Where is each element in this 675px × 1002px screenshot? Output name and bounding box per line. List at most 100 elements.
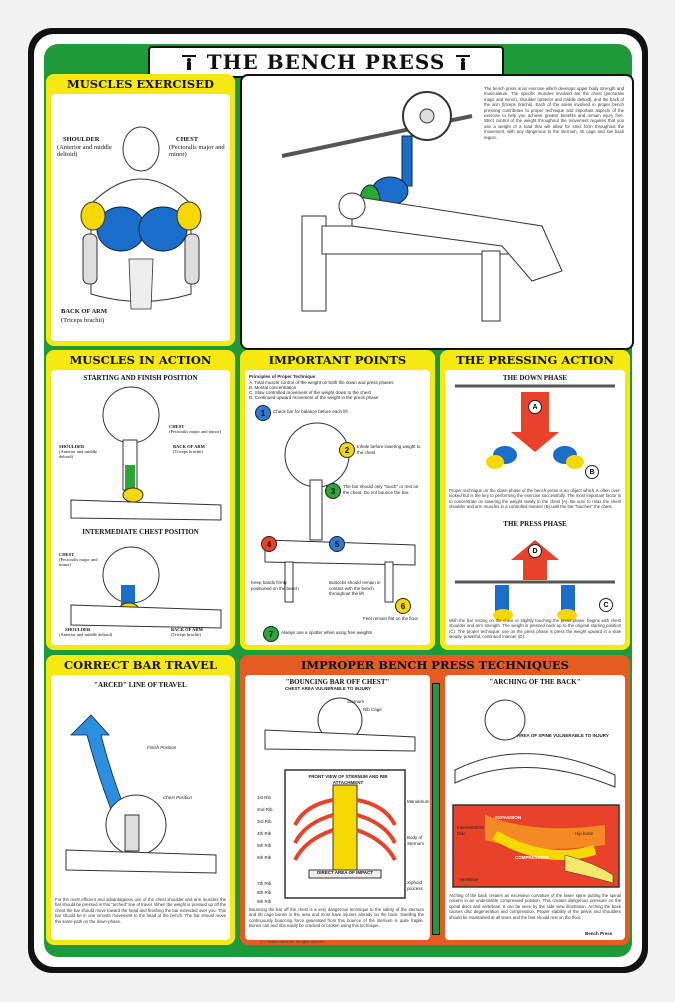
mia-shoulder-sub-2: (Anterior and middle deltoid)	[59, 632, 113, 637]
arch-label: "ARCHING OF THE BACK"	[489, 678, 581, 686]
press-phase-label: THE PRESS PHASE	[503, 520, 567, 528]
rule-d: D. Continued upward movement of the weig…	[249, 395, 379, 400]
intro-text: The bench press is an exercise which dev…	[484, 86, 624, 140]
start-position-label: STARTING AND FINISH POSITION	[83, 374, 198, 382]
down-phase-text: Proper technique on the down-phase of th…	[449, 488, 621, 510]
rib-label-6: 6th Rib	[257, 855, 272, 860]
hip-label: Hip bone	[575, 831, 594, 836]
arch-section: "ARCHING OF THE BACK" AREA OF SPINE VULN…	[445, 675, 625, 940]
hero-illustration-panel: The bench press is an exercise which dev…	[240, 74, 634, 350]
point-1-badge: 1	[255, 405, 271, 421]
bar-travel-body: "ARCED" LINE OF TRAVEL Finish Position C…	[51, 675, 230, 940]
bounce-illustration	[264, 697, 416, 899]
rib-label-4: 4th Rib	[257, 831, 272, 836]
important-points-body: Principles of Proper Technique A. Total …	[245, 370, 430, 645]
shoulder-sub-label: (Anterior and middle deltoid)	[57, 144, 112, 159]
rib-label-9: 9th Rib	[257, 899, 272, 904]
pressing-action-heading: THE PRESSING ACTION	[456, 353, 614, 367]
finish-position-label: Finish Position	[147, 745, 177, 750]
spine-vulnerable-label: AREA OF SPINE VULNERABLE TO INJURY	[517, 733, 609, 738]
arch-text: Arching of the back creates an excessive…	[449, 893, 621, 920]
point-4-text: Keep hands firmly positioned on the benc…	[251, 580, 299, 591]
mia-arm-sub-2: (Triceps brachii)	[171, 632, 201, 637]
arm-label: BACK OF ARM	[61, 308, 107, 315]
down-phase-label: THE DOWN PHASE	[502, 374, 568, 382]
bench-press-illustration	[281, 91, 563, 322]
pressing-action-panel: THE PRESSING ACTION THE DOWN PHASE A B P…	[440, 350, 630, 650]
point-6-text: Feet remain flat on the floor	[363, 616, 419, 621]
mia-chest-label: CHEST	[169, 424, 185, 429]
pressing-action-body: THE DOWN PHASE A B Proper technique on t…	[445, 370, 625, 645]
important-points-illustration	[264, 422, 416, 603]
muscles-in-action-illustration	[70, 386, 222, 629]
muscles-in-action-heading: MUSCLES IN ACTION	[69, 353, 212, 367]
bounce-text: Bouncing the bar off the chest is a very…	[249, 907, 424, 929]
arch-illustration	[452, 699, 620, 888]
point-3-text: The bar should only "touch" or rest on t…	[343, 484, 419, 495]
muscles-exercised-heading: MUSCLES EXERCISED	[67, 77, 214, 91]
mia-arm-label: BACK OF ARM	[173, 444, 205, 449]
improper-techniques-panel: IMPROPER BENCH PRESS TECHNIQUES "BOUNCIN…	[240, 655, 630, 945]
muscles-in-action-panel: MUSCLES IN ACTION STARTING AND FINISH PO…	[46, 350, 235, 650]
point-7-text: Always use a spotter when using free wei…	[281, 630, 373, 635]
point-1-text: Check bar for balance before each lift	[273, 409, 348, 414]
mia-chest-label-2: CHEST	[59, 552, 75, 557]
impact-label: DIRECT AREA OF IMPACT	[316, 870, 374, 875]
mia-shoulder-label: SHOULDER	[59, 444, 85, 449]
muscles-in-action-body: STARTING AND FINISH POSITION CHEST (Pect…	[51, 370, 230, 645]
brand-label: Bench Press	[585, 931, 613, 936]
label-a: A	[528, 400, 542, 414]
label-b: B	[585, 465, 599, 479]
mia-shoulder-label-2: SHOULDER	[65, 627, 91, 632]
manubrium-label: Manubrium	[407, 799, 430, 804]
bar-travel-text: For the most efficient and advantageous …	[55, 897, 226, 924]
xiphoid-label: Xiphoid process	[407, 880, 423, 891]
label-c: C	[599, 598, 613, 612]
rib-label-1: 1st Rib	[257, 795, 272, 800]
bar-travel-heading: CORRECT BAR TRAVEL	[64, 658, 217, 672]
mia-shoulder-sub: (Anterior and middle deltoid)	[59, 449, 97, 459]
arm-sub-label: (Triceps brachii)	[61, 317, 105, 324]
intermediate-position-label: INTERMEDIATE CHEST POSITION	[82, 528, 199, 536]
rule-b: B. Mental concentration	[249, 385, 297, 390]
credit-text: (C) Fitness Charts Inc. All rights reser…	[260, 940, 325, 944]
rib-label-8: 8th Rib	[257, 890, 272, 895]
point-2-badge: 2	[339, 442, 355, 458]
upper-body-illustration	[80, 126, 202, 310]
mia-chest-sub-2: (Pectoralis major and minor)	[59, 557, 98, 567]
important-points-panel: IMPORTANT POINTS Principles of Proper Te…	[240, 350, 435, 650]
label-d: D	[528, 544, 542, 558]
compression-label: COMPRESSION	[515, 855, 549, 860]
point-7-badge: 7	[263, 626, 279, 642]
bar-travel-illustration	[65, 714, 217, 874]
principles-heading: Principles of Proper Technique	[249, 374, 316, 379]
point-6-badge: 6	[395, 598, 411, 614]
rule-c: C. Slow controlled movement of the weigh…	[249, 390, 371, 395]
rib-label-7: 7th Rib	[257, 881, 272, 886]
vertebrae-label: Vertebrae	[459, 877, 479, 882]
rib-label-5: 5th Rib	[257, 843, 272, 848]
rib-cage-label: Rib Cage	[363, 707, 382, 712]
point-3-badge: 3	[325, 483, 341, 499]
body-sternum-label: Body of Sternum	[407, 835, 425, 846]
mia-arm-label-2: BACK OF ARM	[171, 627, 203, 632]
shoulder-label: SHOULDER	[63, 136, 100, 143]
expansion-label: EXPANSION	[495, 815, 522, 820]
bounce-label: "BOUNCING BAR OFF CHEST"	[285, 678, 390, 686]
rib-label-2: 2nd Rib	[257, 807, 273, 812]
chest-label: CHEST	[176, 136, 199, 143]
muscles-exercised-panel: MUSCLES EXERCISED SHOULDER (Anterior and…	[46, 74, 235, 346]
press-phase-text: With the bar resting on the chest or sli…	[449, 618, 621, 640]
lifter-icon	[456, 55, 471, 70]
sternum-label: Sternum	[347, 699, 365, 704]
bounce-section: "BOUNCING BAR OFF CHEST" CHEST AREA VULN…	[245, 675, 430, 940]
chest-vulnerable-label: CHEST AREA VULNERABLE TO INJURY	[285, 686, 371, 691]
rib-label-3: 3rd Rib	[257, 819, 272, 824]
section-divider	[432, 683, 440, 935]
pressing-action-illustration	[455, 384, 615, 621]
mia-chest-sub: (Pectoralis major and minor)	[169, 429, 221, 434]
chest-position-label: Chest Position	[163, 795, 193, 800]
bar-travel-panel: CORRECT BAR TRAVEL "ARCED" LINE OF TRAVE…	[46, 655, 235, 945]
arced-travel-label: "ARCED" LINE OF TRAVEL	[94, 681, 187, 689]
improper-techniques-heading: IMPROPER BENCH PRESS TECHNIQUES	[300, 658, 569, 672]
